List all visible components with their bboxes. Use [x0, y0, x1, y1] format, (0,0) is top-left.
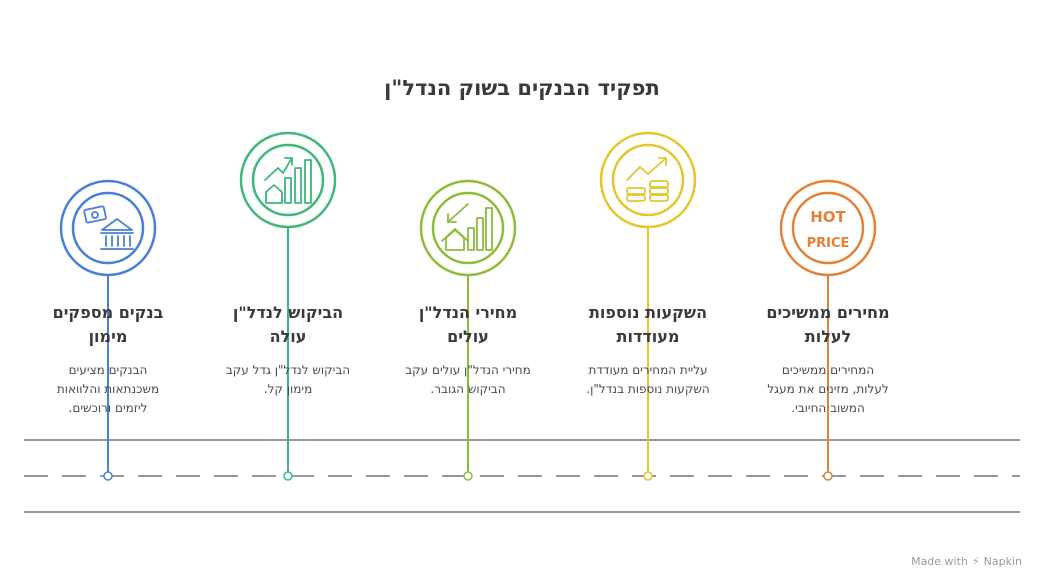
step-2-marker [239, 131, 337, 481]
step-5-heading-line-1: מחירים ממשיכים [766, 303, 890, 322]
step-3-heading-line-2: עולים [447, 327, 489, 346]
napkin-attribution[interactable]: Made with ⚡ Napkin [911, 555, 1022, 568]
step-4-marker [599, 131, 697, 481]
step-4-description: עליית המחירים מעודדת השקעות נוספות בנדל"… [563, 361, 733, 399]
step-3-desc-line-2: הביקוש הגובר. [430, 382, 506, 396]
house-price-chart-icon [441, 203, 493, 251]
hot-price-icon-text-1: HOT [810, 208, 846, 226]
napkin-logo-icon: ⚡ [971, 555, 980, 568]
step-1-heading: בנקים מספקים מימון [23, 301, 193, 349]
hot-price-icon-text-2: PRICE [807, 236, 850, 251]
hot-price-icon: HOT PRICE [807, 208, 850, 251]
coins-growth-icon [626, 157, 669, 202]
step-1-inner-ring [71, 191, 145, 265]
step-1-heading-line-1: בנקים מספקים [52, 303, 164, 322]
step-5-desc-line-2: לעלות, מזינים את מעגל [767, 382, 889, 396]
step-2-dot [283, 471, 293, 481]
step-2-desc-line-1: הביקוש לנדל"ן גדל עקב [225, 363, 351, 377]
step-1-desc-line-1: הבנקים מציעים [68, 363, 148, 377]
step-2-heading-line-2: עולה [269, 327, 307, 346]
step-1-marker [59, 179, 157, 481]
step-4-heading: השקעות נוספות מעודדות [563, 301, 733, 349]
step-3-marker [419, 179, 517, 481]
step-2-desc-line-2: מימון קל. [263, 382, 313, 396]
step-5-desc-line-1: המחירים ממשיכים [781, 363, 875, 377]
diagram-title: תפקיד הבנקים בשוק הנדל"ן [384, 76, 660, 100]
made-with-label: Made with [911, 555, 968, 568]
step-2-inner-ring [251, 143, 325, 217]
step-1-description: הבנקים מציעים משכנתאות והלוואות ליזמים ו… [23, 361, 193, 418]
step-5-heading-line-2: לעלות [804, 327, 852, 346]
step-3-dot [463, 471, 473, 481]
step-4-heading-line-2: מעודדות [616, 327, 680, 346]
step-1-desc-line-2: משכנתאות והלוואות [56, 382, 160, 396]
step-2-heading-line-1: הביקוש לנדל"ן [232, 303, 344, 322]
step-3-heading-line-1: מחירי הנדל"ן [418, 303, 518, 322]
step-5-inner-ring [791, 191, 865, 265]
napkin-brand-label: Napkin [983, 555, 1022, 568]
step-1-desc-line-3: ליזמים ורוכשים. [68, 401, 148, 415]
step-5-heading: מחירים ממשיכים לעלות [743, 301, 913, 349]
step-4-dot [643, 471, 653, 481]
step-2-heading: הביקוש לנדל"ן עולה [203, 301, 373, 349]
step-1-dot [103, 471, 113, 481]
step-4-inner-ring [611, 143, 685, 217]
step-5-desc-line-3: המשוב החיובי. [791, 401, 865, 415]
step-3-heading: מחירי הנדל"ן עולים [383, 301, 553, 349]
step-1-heading-line-2: מימון [88, 327, 128, 346]
step-4-heading-line-1: השקעות נוספות [588, 303, 708, 322]
bank-money-icon [83, 205, 134, 250]
step-3-desc-line-1: מחירי הנדל"ן עולים עקב [405, 363, 531, 377]
step-5-marker: HOT PRICE [779, 179, 877, 481]
step-2-description: הביקוש לנדל"ן גדל עקב מימון קל. [203, 361, 373, 399]
step-3-description: מחירי הנדל"ן עולים עקב הביקוש הגובר. [383, 361, 553, 399]
step-5-dot [823, 471, 833, 481]
step-5-description: המחירים ממשיכים לעלות, מזינים את מעגל המ… [743, 361, 913, 418]
step-4-desc-line-1: עליית המחירים מעודדת [588, 363, 708, 377]
house-growth-chart-icon [264, 157, 312, 204]
step-4-desc-line-2: השקעות נוספות בנדל"ן. [586, 382, 710, 396]
